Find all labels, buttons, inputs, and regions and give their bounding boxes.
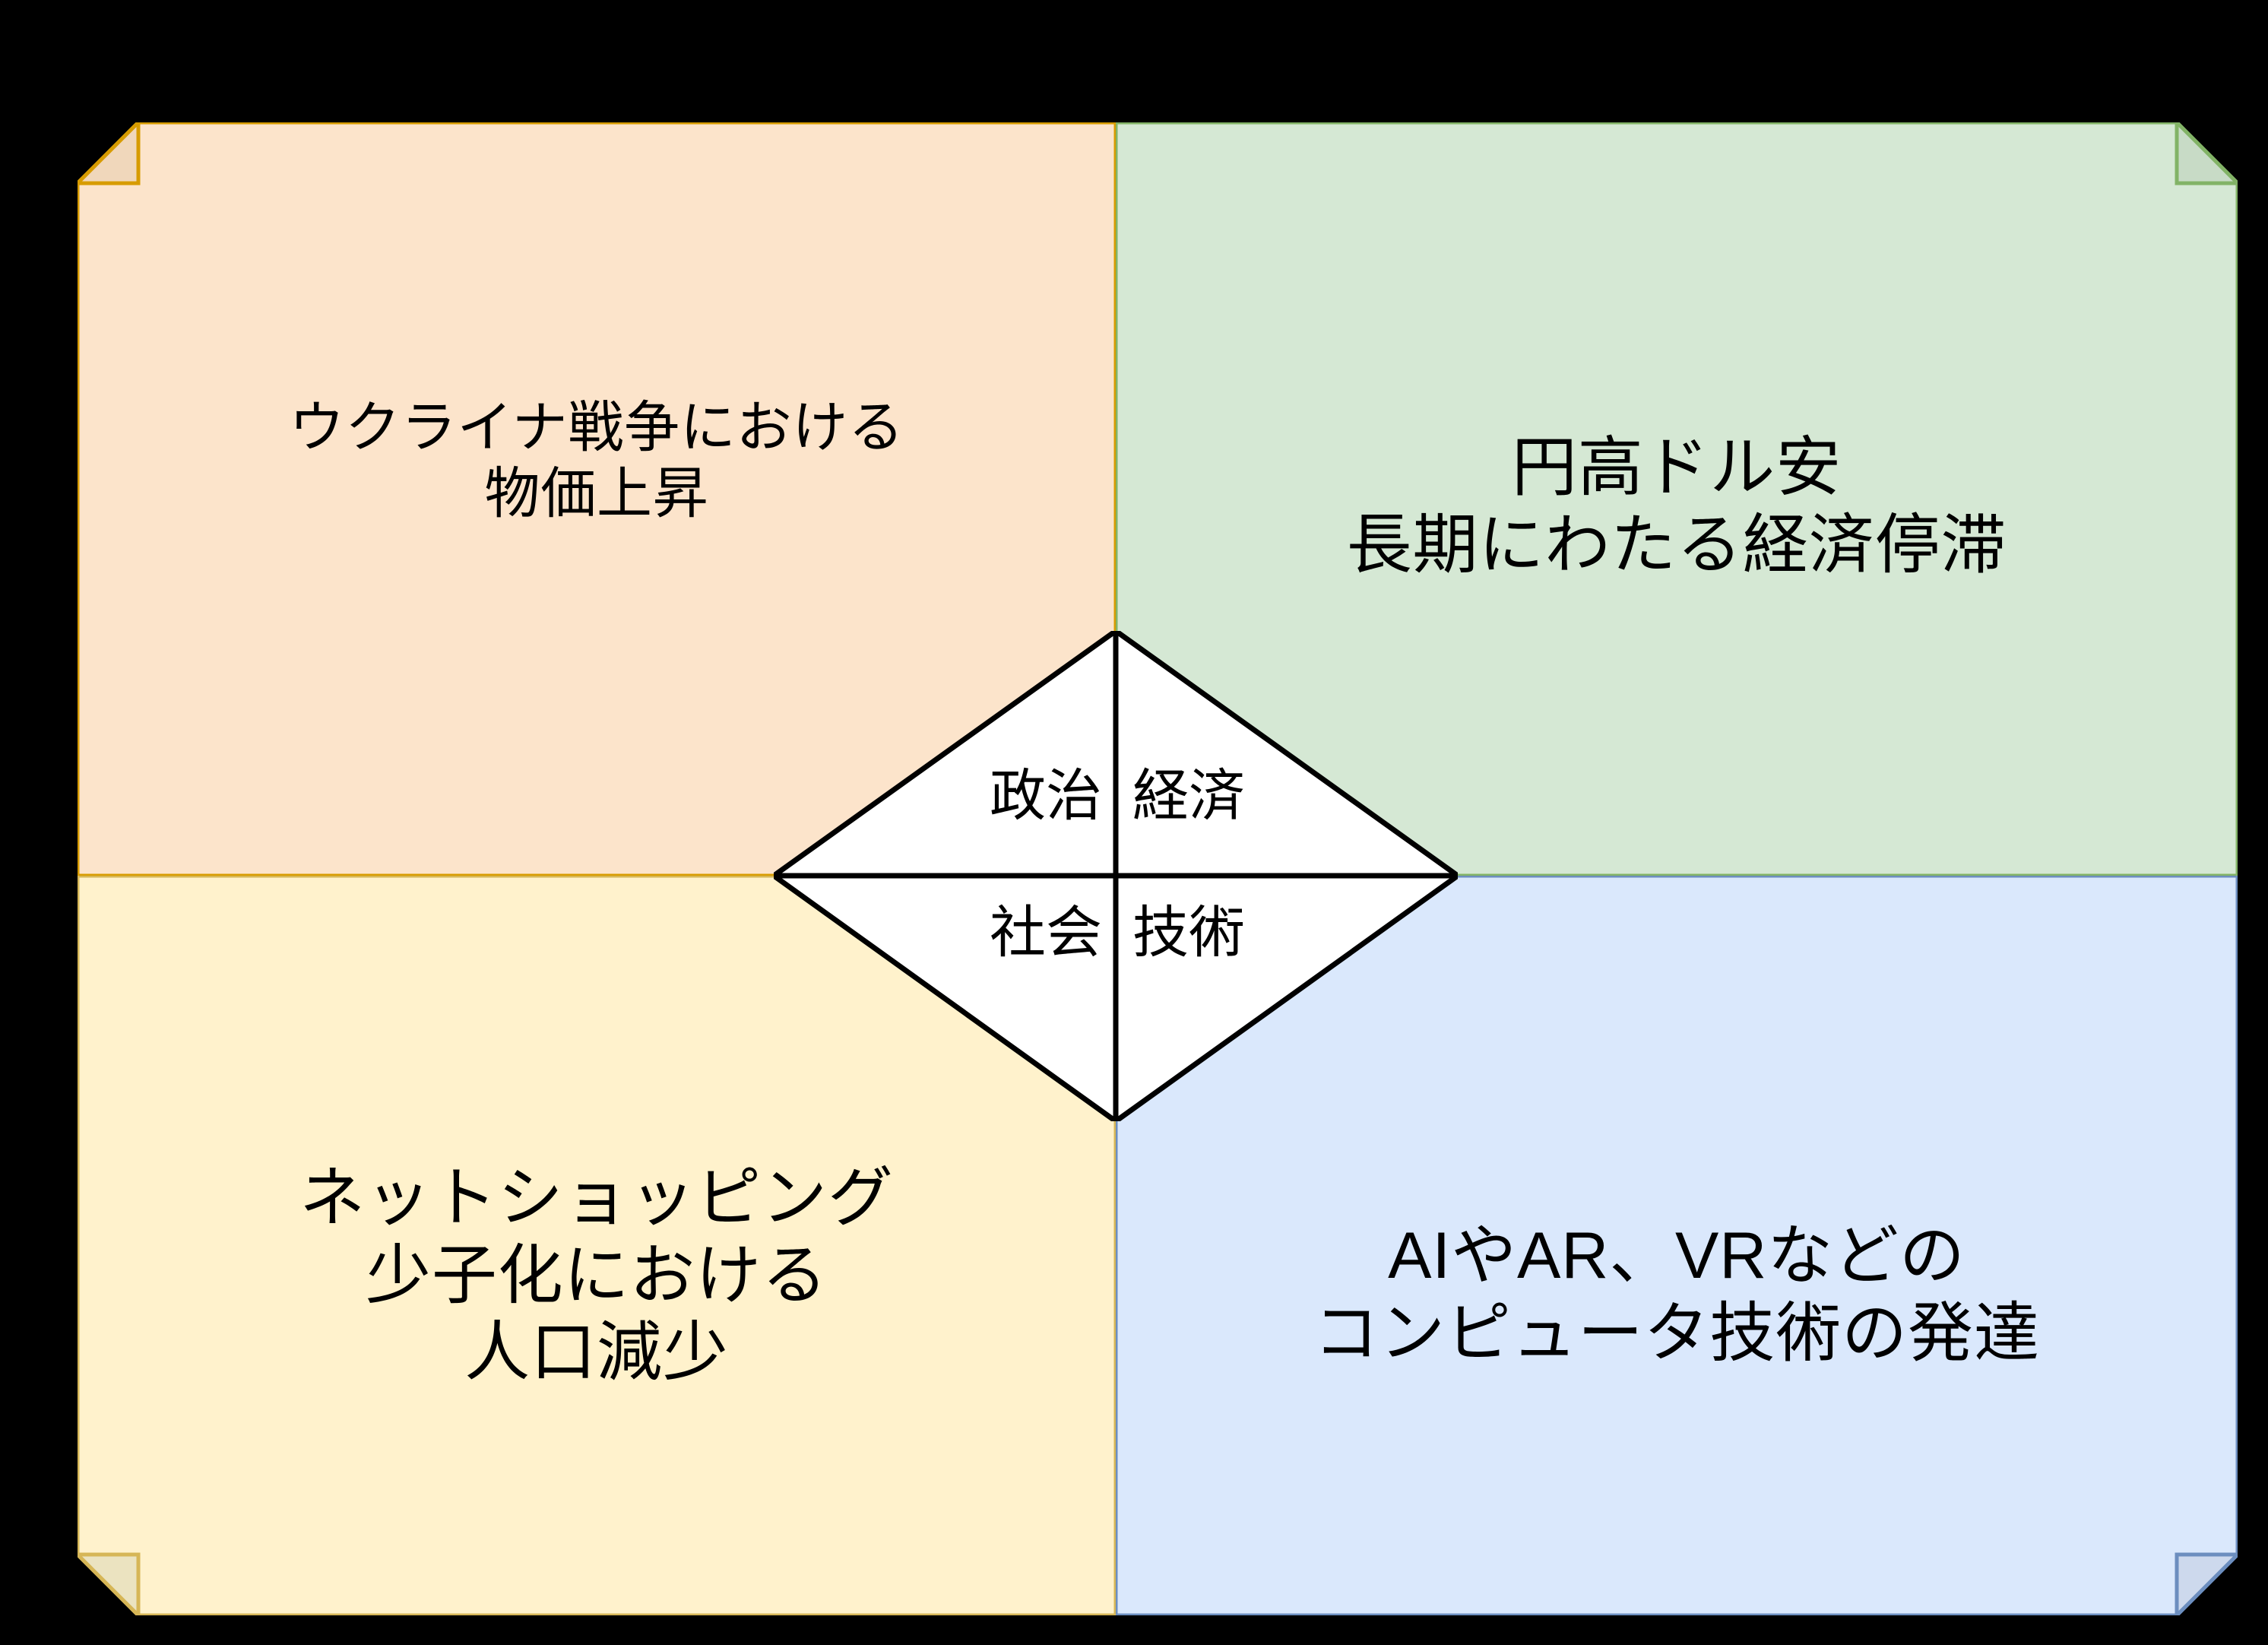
social-text: ネットショッピング 少子化における 人口減少 [299,1162,894,1390]
diamond-shape-icon [774,631,1458,1121]
economic-text: 円高ドル安 長期にわたる経済停滞 [1346,431,2007,582]
quadrant-economic[interactable]: 円高ドル安 長期にわたる経済停滞 [1116,122,2238,876]
political-sheet [78,122,1116,876]
economic-body [1116,122,2238,876]
social-body [78,876,1116,1615]
social-fold [78,1552,141,1615]
quadrant-technological[interactable]: AIやAR、VRなどの コンピュータ技術の発達 [1116,876,2238,1615]
social-folded-sheet-icon [78,876,1116,1615]
center-diamond [774,631,1458,1121]
technological-fold [2175,1552,2238,1615]
diamond-label-technology: 技術 [1132,901,1245,964]
technological-sheet [1116,876,2238,1615]
economic-sheet [1116,122,2238,876]
technological-folded-sheet-icon [1116,876,2238,1615]
economic-folded-sheet-icon [1116,122,2238,876]
diamond-label-society: 社会 [990,901,1102,964]
diamond-label-politics: 政治 [990,764,1102,827]
political-text: ウクライナ戦争における 物価上昇 [289,397,904,525]
quadrant-political[interactable]: ウクライナ戦争における 物価上昇 [78,122,1116,876]
economic-fold [2175,122,2238,185]
political-folded-sheet-icon [78,122,1116,876]
political-fold [78,122,141,185]
diamond-label-economy: 経済 [1132,764,1245,827]
technological-text: AIやAR、VRなどの コンピュータ技術の発達 [1313,1219,2040,1370]
social-sheet [78,876,1116,1615]
quadrant-social[interactable]: ネットショッピング 少子化における 人口減少 [78,876,1116,1615]
